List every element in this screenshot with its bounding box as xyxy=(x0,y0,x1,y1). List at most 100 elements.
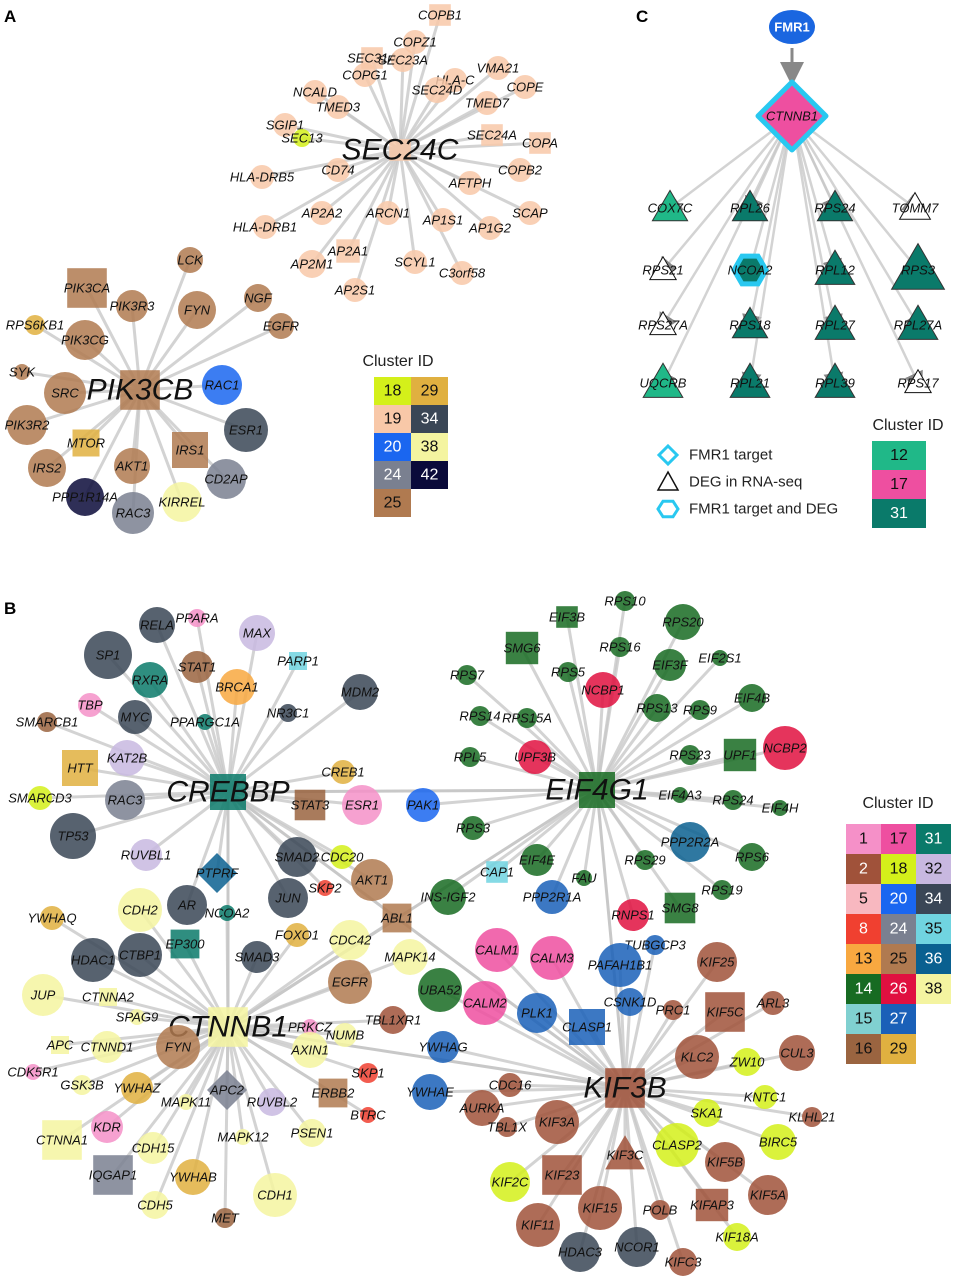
node-syk[interactable]: SYK xyxy=(9,364,36,380)
node-zw10[interactable]: ZW10 xyxy=(729,1048,765,1076)
node-eif2s1[interactable]: EIF2S1 xyxy=(698,650,742,666)
node-ap1g2[interactable]: AP1G2 xyxy=(468,216,512,240)
node-eif4h[interactable]: EIF4H xyxy=(762,800,799,816)
node-akt1[interactable]: AKT1 xyxy=(351,859,393,901)
node-ncoa2[interactable]: NCOA2 xyxy=(205,905,251,921)
node-jun[interactable]: JUN xyxy=(268,878,308,918)
node-aftph[interactable]: AFTPH xyxy=(448,171,492,195)
node-ptprf[interactable]: PTPRF xyxy=(196,853,240,893)
node-clasp2[interactable]: CLASP2 xyxy=(652,1123,703,1167)
node-rps7[interactable]: RPS7 xyxy=(450,665,485,685)
node-rpl12[interactable]: RPL12 xyxy=(814,249,856,285)
node-ncbp2[interactable]: NCBP2 xyxy=(763,726,807,770)
node-nr3c1[interactable]: NR3C1 xyxy=(267,704,310,722)
node-irs2[interactable]: IRS2 xyxy=(28,449,66,487)
node-rpl27[interactable]: RPL27 xyxy=(814,304,856,340)
node-ep300[interactable]: EP300 xyxy=(165,929,205,959)
node-rpl5[interactable]: RPL5 xyxy=(454,747,487,767)
node-rps15a[interactable]: RPS15A xyxy=(502,708,552,728)
node-ncor1[interactable]: NCOR1 xyxy=(614,1227,660,1267)
node-kif23[interactable]: KIF23 xyxy=(542,1155,582,1195)
node-akt1[interactable]: AKT1 xyxy=(114,448,150,484)
node-ins-igf2[interactable]: INS-IGF2 xyxy=(421,879,477,915)
node-cdk5r1[interactable]: CDK5R1 xyxy=(7,1064,59,1080)
node-ctnnd1[interactable]: CTNND1 xyxy=(81,1031,134,1063)
node-src[interactable]: SRC xyxy=(44,372,86,414)
node-rps20[interactable]: RPS20 xyxy=(662,604,704,640)
node-btrc[interactable]: BTRC xyxy=(350,1107,386,1123)
node-ywhab[interactable]: YWHAB xyxy=(169,1159,217,1195)
node-tbl1x[interactable]: TBL1X xyxy=(487,1117,528,1137)
node-cd74[interactable]: CD74 xyxy=(321,158,355,182)
node-ppp1r14a[interactable]: PPP1R14A xyxy=(52,478,118,516)
node-kif11[interactable]: KIF11 xyxy=(516,1203,560,1247)
node-abl1[interactable]: ABL1 xyxy=(380,903,413,933)
node-pafah1b1[interactable]: PAFAH1B1 xyxy=(588,943,653,987)
node-rxra[interactable]: RXRA xyxy=(132,662,168,698)
node-foxo1[interactable]: FOXO1 xyxy=(275,923,319,947)
node-kif3c[interactable]: KIF3C xyxy=(605,1135,645,1170)
node-jup[interactable]: JUP xyxy=(22,974,64,1016)
node-sec24c[interactable]: SEC24C xyxy=(342,134,459,167)
node-tp53[interactable]: TP53 xyxy=(50,813,96,859)
node-ncoa2[interactable]: NCOA2 xyxy=(728,253,774,287)
node-ap2a2[interactable]: AP2A2 xyxy=(301,201,343,225)
node-eif4b[interactable]: EIF4B xyxy=(734,684,770,712)
node-cul3[interactable]: CUL3 xyxy=(779,1035,815,1071)
node-axin1[interactable]: AXIN1 xyxy=(290,1032,329,1068)
node-eif4a3[interactable]: EIF4A3 xyxy=(658,787,702,803)
node-scap[interactable]: SCAP xyxy=(512,201,548,225)
node-scyl1[interactable]: SCYL1 xyxy=(394,250,436,274)
node-fmr1[interactable]: FMR1 xyxy=(769,10,815,44)
node-eif4g1[interactable]: EIF4G1 xyxy=(545,772,649,808)
node-tbl1xr1[interactable]: TBL1XR1 xyxy=(365,1006,421,1034)
node-rps24[interactable]: RPS24 xyxy=(712,790,754,810)
node-apc[interactable]: APC xyxy=(46,1036,74,1054)
node-c3orf58[interactable]: C3orf58 xyxy=(439,261,486,285)
node-pik3r2[interactable]: PIK3R2 xyxy=(5,405,51,445)
node-ap2a1[interactable]: AP2A1 xyxy=(327,239,368,263)
node-esr1[interactable]: ESR1 xyxy=(342,785,382,825)
node-rac1[interactable]: RAC1 xyxy=(202,365,242,405)
node-sgip1[interactable]: SGIP1 xyxy=(266,113,304,137)
node-kif5c[interactable]: KIF5C xyxy=(705,992,745,1032)
node-kdr[interactable]: KDR xyxy=(91,1111,123,1143)
node-hla-drb5[interactable]: HLA-DRB5 xyxy=(230,165,295,189)
node-calm3[interactable]: CALM3 xyxy=(530,936,574,980)
node-egfr[interactable]: EGFR xyxy=(263,313,299,339)
node-rpl21[interactable]: RPL21 xyxy=(729,362,771,398)
node-csnk1d[interactable]: CSNK1D xyxy=(604,988,657,1016)
node-klhl21[interactable]: KLHL21 xyxy=(789,1107,836,1127)
node-cap1[interactable]: CAP1 xyxy=(480,861,514,883)
node-eif3f[interactable]: EIF3F xyxy=(652,649,689,681)
node-rps3[interactable]: RPS3 xyxy=(890,242,946,290)
node-ywhae[interactable]: YWHAE xyxy=(406,1074,454,1110)
node-sp1[interactable]: SP1 xyxy=(84,631,132,679)
node-rps16[interactable]: RPS16 xyxy=(599,637,641,657)
node-ap1s1[interactable]: AP1S1 xyxy=(422,208,463,232)
node-smg6[interactable]: SMG6 xyxy=(504,631,542,665)
node-tbp[interactable]: TBP xyxy=(77,693,103,717)
node-prkcz[interactable]: PRKCZ xyxy=(288,1019,333,1035)
node-cdh15[interactable]: CDH15 xyxy=(132,1132,175,1164)
node-rps27a[interactable]: RPS27A xyxy=(638,310,688,336)
node-sec23a[interactable]: SEC23A xyxy=(378,48,428,72)
node-fyn[interactable]: FYN xyxy=(178,291,216,329)
node-spag9[interactable]: SPAG9 xyxy=(116,1009,158,1025)
node-pak1[interactable]: PAK1 xyxy=(406,788,440,822)
node-fyn[interactable]: FYN xyxy=(156,1025,200,1069)
node-stat3[interactable]: STAT3 xyxy=(291,789,330,821)
node-aurka[interactable]: AURKA xyxy=(459,1090,505,1126)
node-pik3r3[interactable]: PIK3R3 xyxy=(110,290,156,322)
node-cdc16[interactable]: CDC16 xyxy=(489,1073,532,1097)
node-cdh5[interactable]: CDH5 xyxy=(137,1191,173,1219)
node-ap2m1[interactable]: AP2M1 xyxy=(290,250,334,278)
node-kifc3[interactable]: KIFC3 xyxy=(665,1248,703,1276)
node-kif3a[interactable]: KIF3A xyxy=(535,1100,579,1144)
node-kif2c[interactable]: KIF2C xyxy=(490,1162,530,1202)
node-crebbp[interactable]: CREBBP xyxy=(166,774,290,810)
node-mdm2[interactable]: MDM2 xyxy=(341,674,380,710)
node-rps6kb1[interactable]: RPS6KB1 xyxy=(6,315,65,335)
node-hdac1[interactable]: HDAC1 xyxy=(71,938,115,982)
node-smg8[interactable]: SMG8 xyxy=(662,892,700,924)
